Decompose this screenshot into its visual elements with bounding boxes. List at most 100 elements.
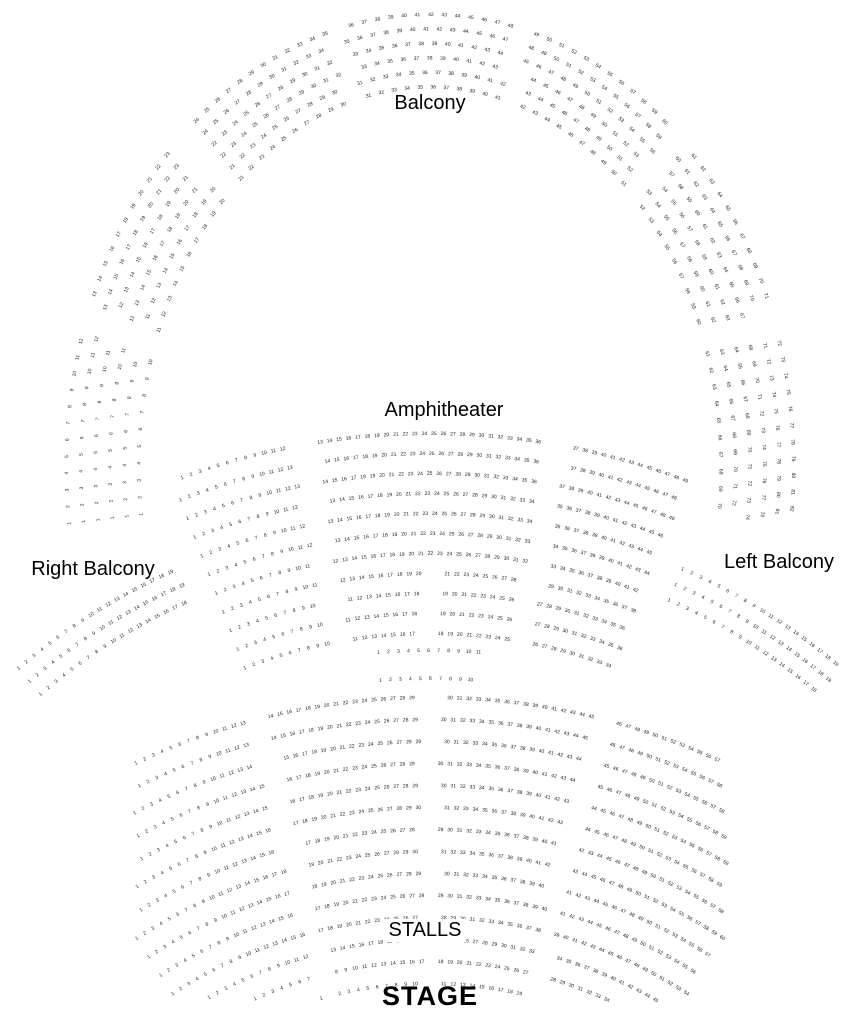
seat[interactable]: 14 — [256, 899, 263, 907]
seat[interactable]: 2 — [262, 992, 267, 999]
seat[interactable]: 43 — [584, 895, 591, 902]
seat[interactable]: 4 — [255, 618, 260, 625]
seat[interactable]: 26 — [532, 641, 539, 648]
seat[interactable]: 33 — [596, 659, 603, 667]
seat[interactable]: 7 — [276, 591, 280, 598]
seat[interactable]: 1 — [185, 515, 190, 522]
seat[interactable]: 69 — [745, 430, 751, 436]
seat[interactable]: 26 — [400, 894, 406, 900]
seat[interactable]: 16 — [287, 913, 294, 920]
seat[interactable]: 37 — [572, 445, 579, 452]
seat[interactable]: 28 — [455, 471, 461, 477]
seat[interactable]: 10 — [216, 820, 224, 828]
seat[interactable]: 29 — [469, 432, 475, 438]
seat[interactable]: 9 — [309, 624, 313, 631]
seat[interactable]: 29 — [465, 472, 471, 478]
seat[interactable]: 53 — [675, 884, 683, 892]
seat[interactable]: 36 — [501, 743, 507, 750]
seat[interactable]: 33 — [505, 455, 511, 462]
seat[interactable]: 31 — [566, 588, 573, 595]
seat[interactable]: 37 — [583, 964, 591, 972]
seat[interactable]: 3 — [154, 775, 159, 782]
seat[interactable]: 16 — [262, 874, 269, 881]
seat[interactable]: 9 — [258, 492, 262, 499]
seat[interactable]: 34 — [479, 785, 485, 791]
seat[interactable]: 13 — [381, 961, 387, 968]
seat[interactable]: 79 — [790, 456, 796, 462]
seat[interactable]: 14 — [129, 271, 137, 279]
seat[interactable]: 68 — [736, 264, 744, 272]
seat[interactable]: 3 — [271, 988, 276, 995]
seat[interactable]: 12 — [127, 627, 135, 635]
seat[interactable]: 15 — [262, 805, 269, 812]
seat[interactable]: 20 — [381, 452, 387, 458]
seat[interactable]: 22 — [352, 832, 359, 839]
seat[interactable]: 1 — [134, 935, 140, 942]
seat[interactable]: 19 — [386, 492, 392, 498]
seat[interactable]: 9 — [225, 936, 230, 943]
seat[interactable]: 20 — [408, 551, 414, 557]
seat[interactable]: 72 — [758, 410, 765, 417]
seat[interactable]: 27 — [387, 806, 393, 812]
seat[interactable]: 1 — [132, 810, 137, 817]
seat[interactable]: 59 — [720, 833, 728, 841]
seat[interactable]: 5 — [173, 839, 178, 846]
seat[interactable]: 11 — [120, 347, 127, 354]
seat[interactable]: 30 — [557, 585, 564, 592]
seat[interactable]: 10 — [261, 450, 268, 457]
seat[interactable]: 33 — [502, 475, 508, 482]
seat[interactable]: 15 — [332, 477, 339, 484]
seat[interactable]: 3 — [93, 484, 99, 487]
seat[interactable]: 2 — [194, 512, 199, 519]
seat[interactable]: 38 — [513, 767, 520, 774]
seat[interactable]: 6 — [245, 538, 250, 545]
seat[interactable]: 47 — [611, 834, 618, 842]
seat[interactable]: 22 — [342, 700, 348, 707]
seat[interactable]: 50 — [600, 121, 608, 129]
seat[interactable]: 51 — [647, 848, 655, 856]
seat[interactable]: 29 — [491, 941, 498, 948]
seat[interactable]: 26 — [436, 471, 442, 477]
seat[interactable]: 5 — [172, 767, 177, 774]
seat[interactable]: 20 — [379, 472, 385, 478]
seat[interactable]: 15 — [135, 256, 143, 264]
seat[interactable]: 14 — [359, 575, 365, 582]
seat[interactable]: 38 — [519, 745, 526, 752]
seat[interactable]: 4 — [205, 487, 210, 494]
seat[interactable]: 2 — [46, 685, 52, 692]
seat[interactable]: 67 — [738, 312, 746, 320]
seat[interactable]: 7 — [75, 641, 81, 648]
seat[interactable]: 31 — [498, 515, 504, 522]
seat[interactable]: 23 — [430, 531, 436, 537]
seat[interactable]: 60 — [660, 118, 668, 126]
seat[interactable]: 10 — [352, 965, 359, 972]
seat[interactable]: 41 — [541, 771, 548, 778]
seat[interactable]: 7 — [240, 497, 245, 504]
seat[interactable]: 68 — [744, 413, 751, 419]
seat[interactable]: 28 — [457, 452, 463, 458]
seat[interactable]: 44 — [623, 500, 630, 507]
seat[interactable]: 24 — [432, 511, 438, 517]
seat[interactable]: 43 — [589, 943, 596, 951]
seat[interactable]: 38 — [418, 41, 424, 47]
seat[interactable]: 16 — [274, 893, 281, 900]
seat[interactable]: 31 — [450, 717, 456, 723]
seat[interactable]: 48 — [627, 816, 634, 824]
seat[interactable]: 46 — [602, 832, 609, 839]
seat[interactable]: 47 — [618, 813, 625, 821]
seat[interactable]: 50 — [638, 844, 646, 852]
seat[interactable]: 22 — [365, 919, 372, 926]
seat[interactable]: 27 — [274, 104, 282, 112]
seat[interactable]: 23 — [412, 431, 418, 437]
seat[interactable]: 4 — [212, 506, 217, 513]
seat[interactable]: 2 — [146, 779, 151, 786]
seat[interactable]: 5 — [191, 953, 197, 960]
seat[interactable]: 24 — [355, 853, 362, 860]
seat[interactable]: 41 — [609, 537, 616, 544]
seat[interactable]: 68 — [745, 247, 753, 255]
seat[interactable]: 56 — [701, 799, 709, 807]
seat[interactable]: 53 — [668, 809, 676, 817]
seat[interactable]: 63 — [710, 384, 717, 391]
seat[interactable]: 27 — [522, 969, 529, 976]
seat[interactable]: 66 — [727, 398, 734, 405]
